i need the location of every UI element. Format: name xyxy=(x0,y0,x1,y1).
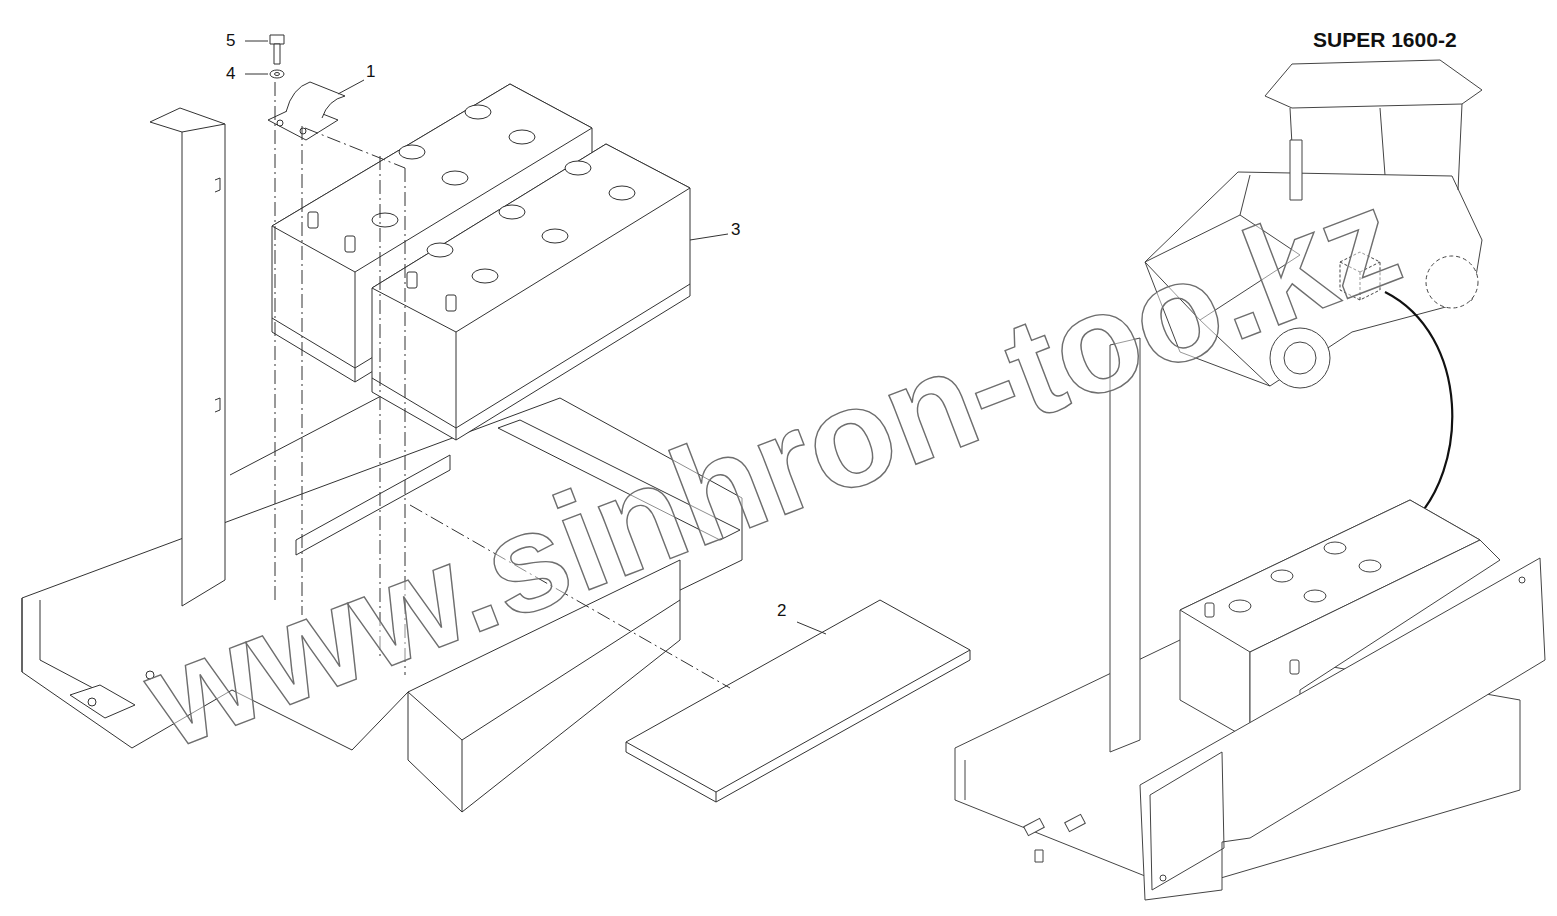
callout-number: 3 xyxy=(731,221,740,238)
battery-pad xyxy=(626,600,970,792)
battery-top xyxy=(372,144,690,332)
callout-number: 5 xyxy=(226,32,235,49)
support-post xyxy=(150,108,225,606)
bolt-shank xyxy=(274,44,280,64)
callout-number: 4 xyxy=(226,65,235,82)
bolt-head xyxy=(270,35,284,44)
cover-plate xyxy=(1140,558,1545,900)
washer xyxy=(270,70,284,78)
callout-number: 2 xyxy=(777,602,786,619)
battery xyxy=(372,144,690,440)
detail-arrow xyxy=(1385,292,1452,525)
callout-number: 1 xyxy=(366,63,375,80)
model-title: SUPER 1600-2 xyxy=(1313,29,1457,50)
hold-down-strap xyxy=(286,82,345,118)
tray-bracket xyxy=(70,685,135,718)
paver-roof xyxy=(1265,60,1482,108)
